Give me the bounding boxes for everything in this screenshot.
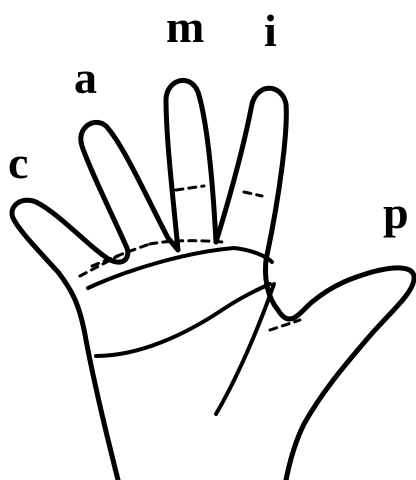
joint-line-m [176,186,204,190]
finger-label-c: c [8,140,28,186]
hand-outline [12,80,414,480]
finger-label-a: a [74,55,97,101]
heart-line [88,248,272,288]
finger-label-i: i [264,8,277,54]
finger-label-m: m [166,4,204,50]
finger-label-p: p [383,190,409,236]
joint-line-i [244,192,262,196]
head-line [96,284,270,356]
life-line [216,284,274,414]
joint-line-p [270,320,300,330]
joint-line-m-base [150,241,222,244]
